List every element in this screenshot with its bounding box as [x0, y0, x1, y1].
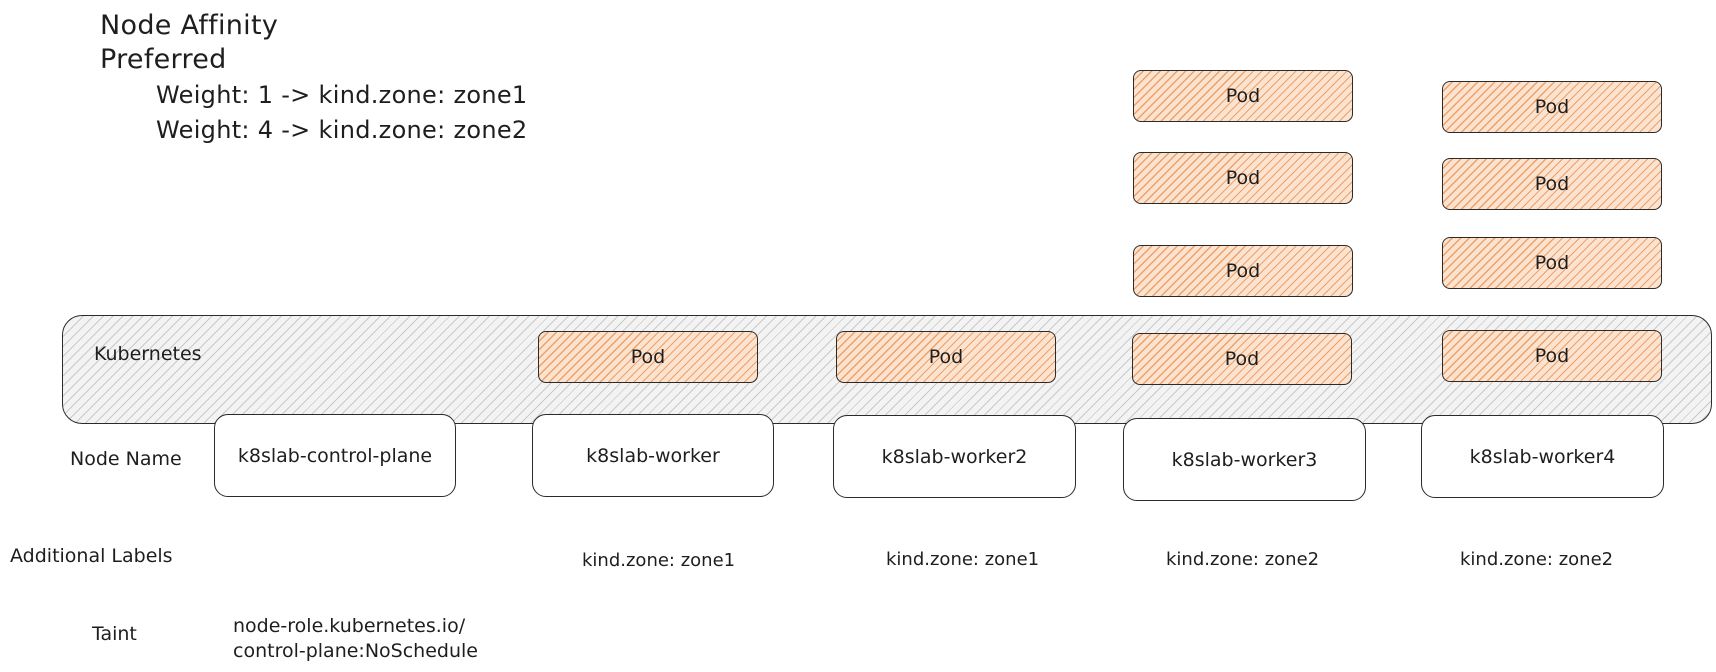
diagram-title: Node Affinity — [100, 10, 279, 41]
affinity-rule-1: Weight: 1 -> kind.zone: zone1 — [156, 81, 528, 109]
pod-worker4-2: Pod — [1442, 237, 1662, 289]
node-control-plane: k8slab-control-plane — [214, 414, 456, 497]
node-name: k8slab-worker — [586, 444, 720, 467]
row-label-additional-labels: Additional Labels — [10, 545, 173, 567]
pod-label: Pod — [1225, 167, 1261, 189]
pod-label: Pod — [1225, 260, 1261, 282]
node-name: k8slab-worker2 — [881, 445, 1028, 468]
zone-label-worker3: kind.zone: zone2 — [1166, 549, 1320, 570]
pod-worker3-4: Pod — [1133, 70, 1353, 122]
node-name: k8slab-control-plane — [237, 444, 433, 467]
pod-worker4-1: Pod — [1442, 330, 1662, 382]
row-label-taint: Taint — [92, 623, 137, 645]
pod-worker-1: Pod — [538, 331, 758, 383]
pod-label: Pod — [928, 346, 964, 368]
pod-label: Pod — [1534, 96, 1570, 118]
node-name: k8slab-worker3 — [1171, 448, 1318, 471]
zone-label-worker4: kind.zone: zone2 — [1460, 549, 1614, 570]
pod-label: Pod — [1534, 173, 1570, 195]
pod-worker2-1: Pod — [836, 331, 1056, 383]
pod-worker3-2: Pod — [1133, 245, 1353, 297]
node-name: k8slab-worker4 — [1469, 445, 1616, 468]
zone-label-worker2: kind.zone: zone1 — [886, 549, 1040, 570]
pod-worker4-4: Pod — [1442, 81, 1662, 133]
pod-label: Pod — [1225, 85, 1261, 107]
taint-line-2: control-plane:NoSchedule — [233, 640, 478, 662]
pod-label: Pod — [1534, 345, 1570, 367]
row-label-node-name: Node Name — [70, 448, 182, 470]
node-worker: k8slab-worker — [532, 414, 774, 497]
pod-worker3-1: Pod — [1132, 333, 1352, 385]
taint-line-1: node-role.kubernetes.io/ — [233, 615, 466, 637]
diagram-subtitle: Preferred — [100, 44, 227, 75]
pod-worker4-3: Pod — [1442, 158, 1662, 210]
node-worker3: k8slab-worker3 — [1123, 418, 1366, 501]
cluster-label: Kubernetes — [94, 343, 202, 365]
pod-label: Pod — [1224, 348, 1260, 370]
pod-label: Pod — [1534, 252, 1570, 274]
zone-label-worker: kind.zone: zone1 — [582, 550, 736, 571]
pod-label: Pod — [630, 346, 666, 368]
pod-worker3-3: Pod — [1133, 152, 1353, 204]
node-worker2: k8slab-worker2 — [833, 415, 1076, 498]
affinity-rule-2: Weight: 4 -> kind.zone: zone2 — [156, 116, 528, 144]
node-worker4: k8slab-worker4 — [1421, 415, 1664, 498]
